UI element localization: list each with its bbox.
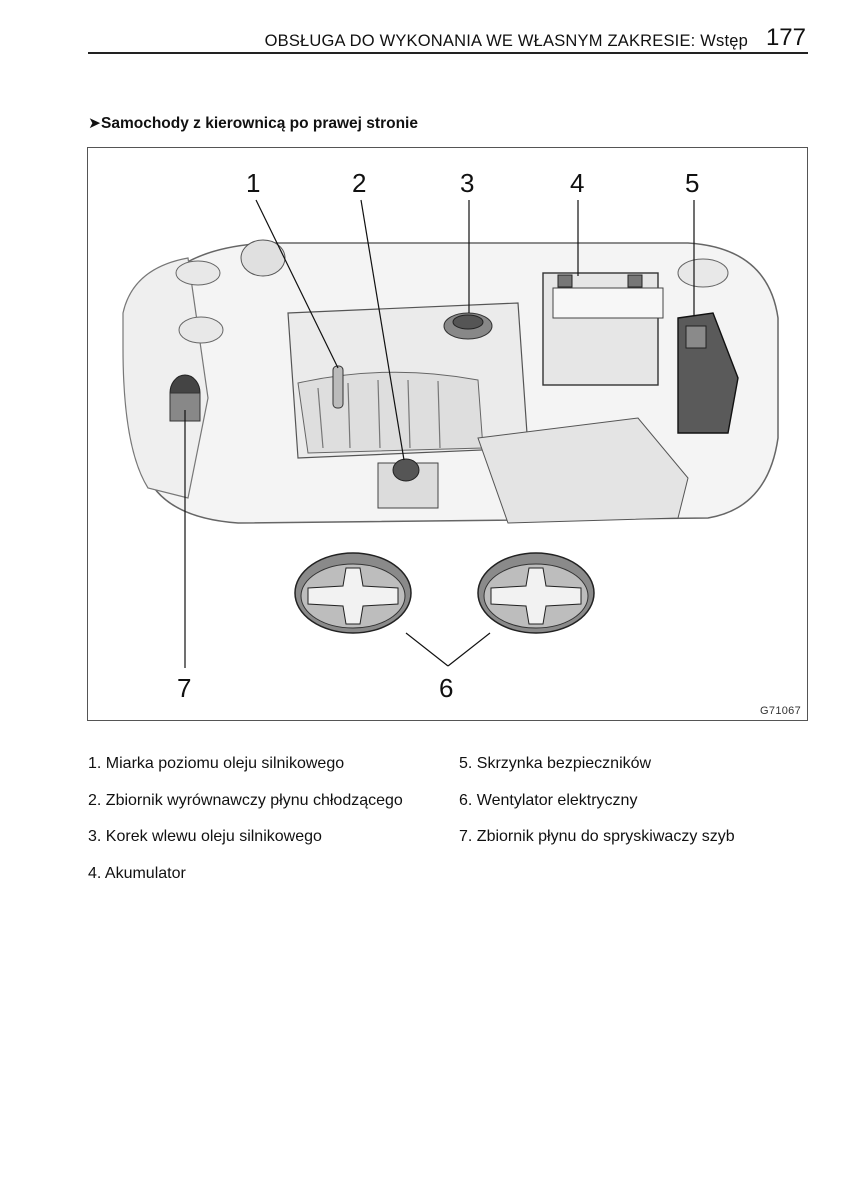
- oil-filler-cap-top: [452, 314, 484, 330]
- legend-item: 4. Akumulator: [88, 864, 186, 882]
- callout-leader-lines: [184, 199, 695, 668]
- battery-terminal-left: [557, 274, 573, 288]
- legend-item: 6. Wentylator elektryczny: [459, 791, 638, 809]
- header-title: OBSŁUGA DO WYKONANIA WE WŁASNYM ZAKRESIE…: [264, 32, 748, 50]
- legend-item: 1. Miarka poziomu oleju silnikowego: [88, 755, 345, 772]
- legend-right-column: 5. Skrzynka bezpieczników 6. Wentylator …: [459, 746, 735, 856]
- electric-fan-left: [294, 552, 412, 634]
- battery-bracket: [552, 287, 664, 319]
- callout-3: 3: [460, 168, 475, 198]
- section-heading-text: Samochody z kierownicą po prawej stronie: [101, 115, 418, 132]
- callout-2: 2: [352, 168, 367, 198]
- callout-5: 5: [685, 168, 700, 198]
- page-header: OBSŁUGA DO WYKONANIA WE WŁASNYM ZAKRESIE…: [88, 24, 808, 54]
- right-top-cap: [677, 258, 729, 288]
- legend-item: 7. Zbiornik płynu do spryskiwaczy szyb: [459, 828, 735, 845]
- callout-1: 1: [246, 168, 261, 198]
- figure-code: G71067: [760, 705, 801, 717]
- legend-left-column: 1. Miarka poziomu oleju silnikowego 2. Z…: [88, 746, 403, 892]
- legend-item: 3. Korek wlewu oleju silnikowego: [88, 828, 322, 845]
- callout-4: 4: [570, 168, 585, 198]
- callout-6: 6: [439, 673, 454, 703]
- intake-manifold: [297, 371, 484, 454]
- page-number: 177: [765, 24, 806, 51]
- dipstick: [332, 365, 344, 409]
- coolant-reservoir-cap: [392, 458, 420, 482]
- air-filter-box: [477, 417, 689, 524]
- engine-bay-illustration: [122, 199, 779, 668]
- left-top-cap: [175, 260, 221, 286]
- left-lower-cap: [178, 316, 224, 344]
- callout-7: 7: [177, 673, 192, 703]
- fuse-box-latch: [685, 325, 707, 349]
- coolant-tank-cap: [240, 239, 286, 277]
- electric-fan-right: [477, 552, 595, 634]
- section-heading: ➤Samochody z kierownicą po prawej stroni…: [88, 114, 418, 133]
- arrow-marker-icon: ➤: [88, 115, 101, 132]
- left-fender: [122, 257, 209, 499]
- legend-item: 2. Zbiornik wyrównawczy płynu chłodząceg…: [88, 791, 403, 809]
- manifold-runners: [317, 379, 441, 449]
- legend-item: 5. Skrzynka bezpieczników: [459, 755, 652, 772]
- engine-bay-figure: 1 2 3 4 5 6 7 G71067: [87, 147, 808, 721]
- battery-terminal-right: [627, 274, 643, 288]
